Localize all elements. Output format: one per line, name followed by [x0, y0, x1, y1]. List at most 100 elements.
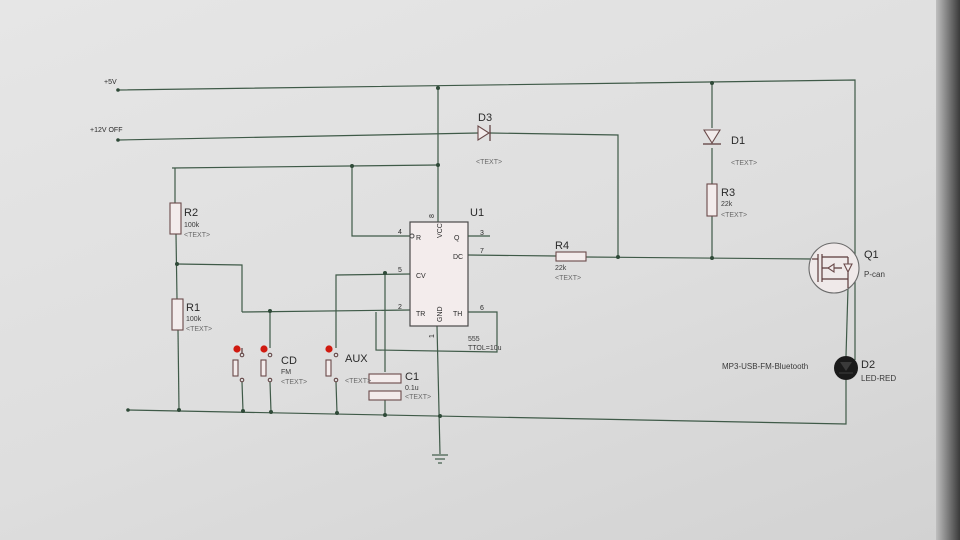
wire-divider-tap: [176, 263, 243, 312]
wire-r2-r1: [175, 233, 178, 300]
switch-cd-actuator: [260, 359, 267, 377]
u1-pin-num-3: 3: [480, 230, 484, 237]
switch-cd-tag: <TEXT>: [281, 379, 307, 386]
c1-value: 0.1u: [405, 385, 419, 392]
r4-value: 22k: [555, 265, 567, 272]
switch-aux-actuator: [325, 359, 332, 377]
r4-ref: R4: [555, 240, 569, 252]
capacitor-c1[interactable]: C1 0.1u <TEXT>: [368, 371, 431, 401]
switch-aux[interactable]: AUX <TEXT>: [325, 345, 371, 385]
r3-body: [706, 183, 718, 217]
c1-tag: <TEXT>: [405, 394, 431, 401]
schematic-canvas: +5V +12V OFF U1 R Q DC CV TR TH VCC GND …: [90, 79, 896, 464]
junction-dot: [436, 86, 440, 90]
c1-plate-top: [368, 373, 402, 384]
terminal-12v: [116, 138, 120, 142]
u1-pin-vcc: VCC: [437, 223, 444, 238]
wire-r1-gnd: [177, 329, 180, 411]
r1-body: [171, 298, 184, 331]
terminal-5v: [116, 88, 120, 92]
switch-cd-led: [260, 345, 268, 353]
d2-ref: D2: [861, 359, 875, 371]
wire-gnd-drop: [436, 325, 441, 455]
ic-u1[interactable]: U1 R Q DC CV TR TH VCC GND 8 4 3 7 5 2 6…: [398, 207, 502, 352]
switch-cd[interactable]: CD FM <TEXT>: [260, 345, 307, 386]
ground-icon: [432, 454, 448, 464]
u1-note: TTOL=10u: [468, 345, 502, 352]
wires: [117, 79, 856, 455]
wire-ground-rail: [127, 380, 847, 425]
u1-pin-th: TH: [453, 311, 462, 318]
diode-d3[interactable]: D3 <TEXT>: [476, 112, 502, 166]
d3-symbol: [477, 124, 491, 142]
led-d2[interactable]: D2 LED-RED MP3-USB-FM-Bluetooth: [722, 356, 896, 383]
switch-left-contact: [239, 352, 245, 358]
junction-dot: [268, 309, 272, 313]
switch-left-led: [233, 345, 241, 353]
transistor-q1[interactable]: Q1 P-can: [808, 242, 885, 294]
u1-pin-num-6: 6: [480, 305, 484, 312]
switch-left[interactable]: [232, 345, 245, 383]
wire-d3-out: [489, 132, 619, 257]
d3-ref: D3: [478, 112, 492, 124]
junction-dot: [383, 413, 387, 417]
r1-tag: <TEXT>: [186, 326, 212, 333]
u1-ref: U1: [470, 207, 484, 219]
d1-tag: <TEXT>: [731, 160, 757, 167]
resistor-r2[interactable]: R2 100k <TEXT>: [169, 202, 210, 239]
junction-dot: [438, 414, 442, 418]
switch-aux-tag: <TEXT>: [345, 378, 371, 385]
u1-pin-num-7: 7: [480, 248, 484, 255]
switch-cd-contact: [267, 352, 273, 358]
u1-pin-num-4: 4: [398, 229, 402, 236]
u1-pin-num-5: 5: [398, 267, 402, 274]
resistor-r4[interactable]: R4 22k <TEXT>: [555, 240, 587, 282]
junction-dot: [710, 256, 714, 260]
resistor-r3[interactable]: R3 22k <TEXT>: [706, 183, 747, 219]
junctions: [116, 81, 714, 418]
wire-r4-gate: [585, 256, 813, 260]
d1-symbol: [703, 129, 721, 145]
u1-part: 555: [468, 336, 480, 343]
switch-cd-value: FM: [281, 369, 291, 376]
junction-dot: [335, 411, 339, 415]
switch-aux-contact: [333, 377, 339, 383]
junction-dot: [710, 81, 714, 85]
u1-pin-num-1: 1: [429, 334, 436, 338]
q1-value: P-can: [864, 270, 885, 279]
diode-d1[interactable]: D1 <TEXT>: [703, 129, 757, 167]
switch-cd-contact: [267, 377, 273, 383]
wire-dc-r4: [467, 254, 557, 257]
r2-ref: R2: [184, 207, 198, 219]
r2-tag: <TEXT>: [184, 232, 210, 239]
wire-12v-rail: [117, 132, 479, 141]
switch-aux-led: [325, 345, 333, 353]
u1-pin-num-2: 2: [398, 304, 402, 311]
q1-diode: [843, 263, 853, 274]
junction-dot: [350, 164, 354, 168]
r1-ref: R1: [186, 302, 200, 314]
u1-pin-q: Q: [454, 235, 460, 242]
c1-ref: C1: [405, 371, 419, 383]
junction-dot: [241, 409, 245, 413]
u1-pin-gnd: GND: [437, 306, 444, 322]
wire-reset: [351, 165, 410, 237]
d2-desc: MP3-USB-FM-Bluetooth: [722, 362, 808, 371]
switch-left-actuator: [232, 359, 239, 377]
q1-arrow: [827, 262, 835, 274]
r4-tag: <TEXT>: [555, 275, 581, 282]
resistor-r1[interactable]: R1 100k <TEXT>: [171, 298, 212, 333]
switch-cd-ref: CD: [281, 355, 297, 367]
wire-th: [375, 311, 498, 353]
c1-plate-bottom: [368, 390, 402, 401]
switch-left-contact: [239, 377, 245, 383]
u1-reset-bubble: [409, 233, 415, 239]
u1-pin-tr: TR: [416, 311, 425, 318]
r2-value: 100k: [184, 222, 200, 229]
junction-dot: [177, 408, 181, 412]
r1-value: 100k: [186, 316, 202, 323]
junction-dot: [436, 163, 440, 167]
wire-mosfet-led: [845, 287, 849, 357]
r2-body: [169, 202, 182, 235]
net-label-5v: +5V: [104, 79, 117, 86]
